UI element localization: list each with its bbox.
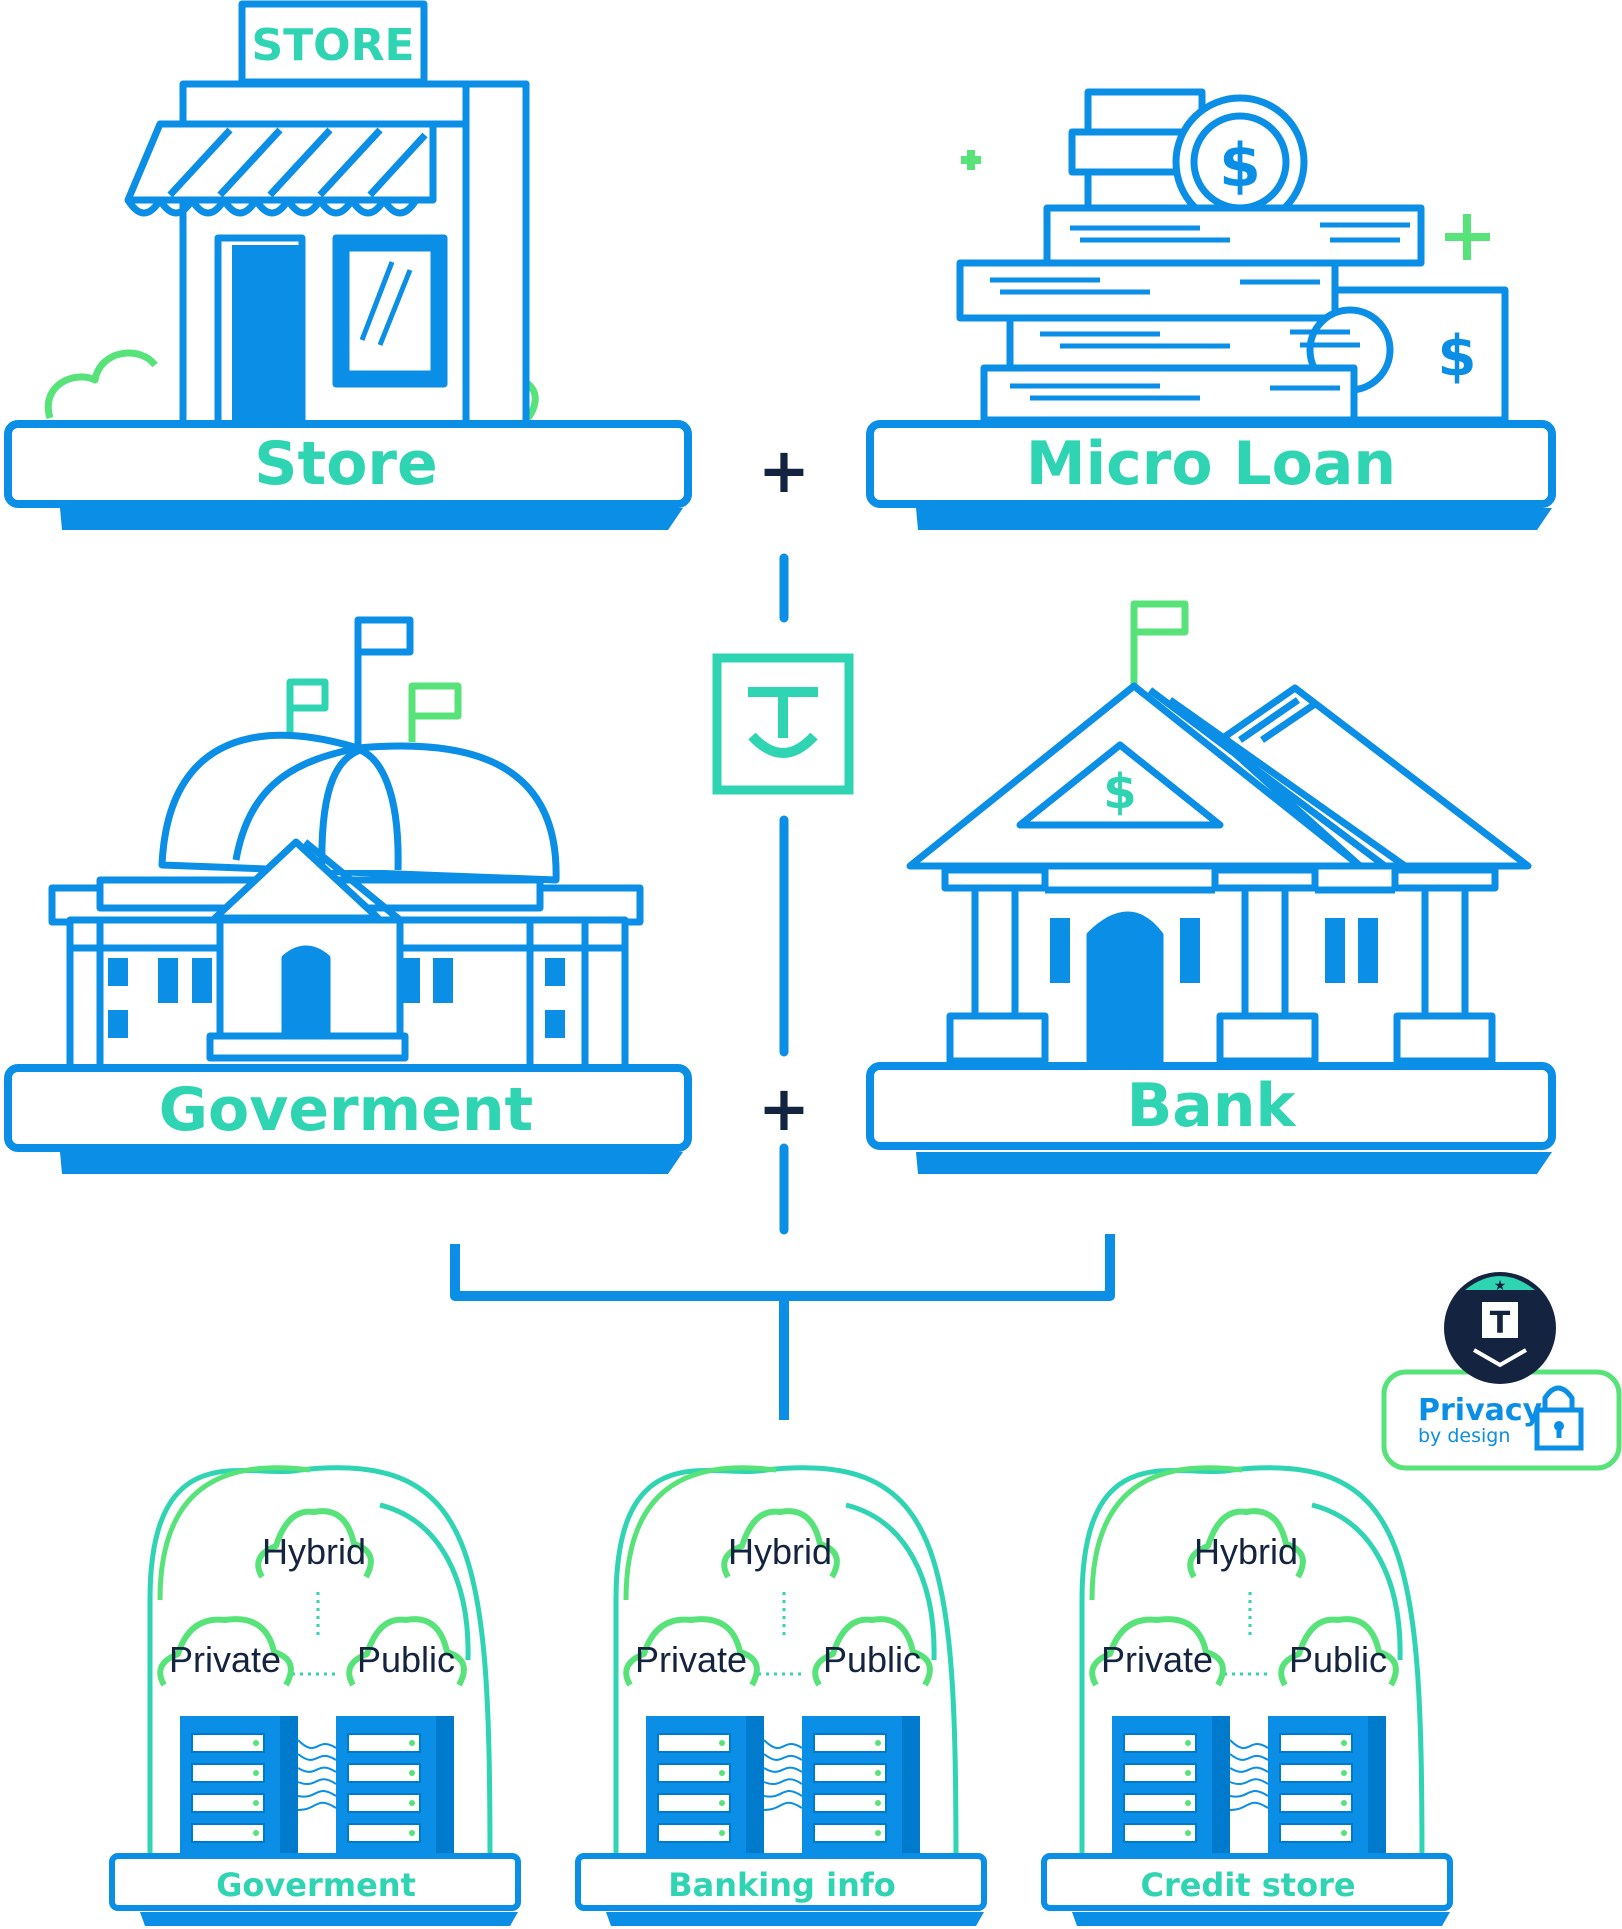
server-rack-left (1112, 1716, 1230, 1858)
cloud-private: Private (623, 1616, 760, 1687)
guard-letter: T (1490, 1306, 1511, 1341)
money-stack-icon: $ $ (956, 88, 1509, 424)
svg-text:★: ★ (1494, 1278, 1507, 1294)
micro-loan-label: Micro Loan (1026, 429, 1396, 499)
government-base: Goverment (4, 1064, 692, 1174)
cloud-hybrid: Hybrid (721, 1508, 840, 1579)
privacy-title: Privacy (1418, 1393, 1543, 1428)
datacenter-arch (147, 1465, 493, 1871)
datacenter-arch (613, 1465, 959, 1871)
datacenter-label: Goverment (216, 1866, 416, 1904)
store-base: Store (4, 420, 692, 530)
cloud-private-label: Private (169, 1639, 281, 1680)
store-sign-text: STORE (251, 20, 414, 71)
bank-label: Bank (1127, 1071, 1298, 1141)
server-rack-left (180, 1716, 298, 1858)
bank-base: Bank (866, 1062, 1556, 1174)
server-rack-left (646, 1716, 764, 1858)
bill-dollar: $ (1438, 324, 1477, 389)
loan-base: Micro Loan (866, 420, 1556, 530)
bank-dollar: $ (1103, 764, 1136, 820)
cloud-public-label: Public (823, 1639, 921, 1680)
privacy-subtitle: by design (1418, 1425, 1510, 1447)
cloud-hybrid-label: Hybrid (1194, 1531, 1298, 1572)
plus-connector-top: + (758, 434, 810, 507)
cloud-private: Private (1089, 1616, 1226, 1687)
lock-icon (1534, 1385, 1584, 1451)
datacenter-label: Credit store (1140, 1866, 1355, 1904)
cloud-hybrid: Hybrid (255, 1508, 374, 1579)
server-rack-right (1268, 1716, 1386, 1858)
store-icon: STORE (44, 0, 539, 428)
cloud-private-label: Private (1101, 1639, 1213, 1680)
join-bracket (450, 1234, 1115, 1301)
cloud-hybrid: Hybrid (1187, 1508, 1306, 1579)
government-building-icon (48, 616, 644, 1074)
smile-logo-icon (712, 653, 854, 795)
cloud-public-label: Public (1289, 1639, 1387, 1680)
privacy-badge: ★ T Privacy by design (1381, 1272, 1622, 1471)
cloud-hybrid-label: Hybrid (728, 1531, 832, 1572)
government-label: Goverment (159, 1075, 533, 1145)
cloud-public: Public (1278, 1616, 1399, 1687)
cloud-public: Public (346, 1616, 467, 1687)
store-label: Store (254, 429, 437, 499)
datacenter-label: Banking info (668, 1866, 896, 1904)
datacenter-arch (1079, 1465, 1425, 1871)
cloud-private: Private (157, 1616, 294, 1687)
bank-building-icon: $ (906, 600, 1532, 1066)
cloud-public-label: Public (357, 1639, 455, 1680)
coin-dollar: $ (1219, 131, 1261, 201)
cloud-private-label: Private (635, 1639, 747, 1680)
plus-connector-bottom: + (758, 1072, 810, 1145)
server-rack-right (336, 1716, 454, 1858)
cloud-public: Public (812, 1616, 933, 1687)
cloud-hybrid-label: Hybrid (262, 1531, 366, 1572)
server-rack-right (802, 1716, 920, 1858)
